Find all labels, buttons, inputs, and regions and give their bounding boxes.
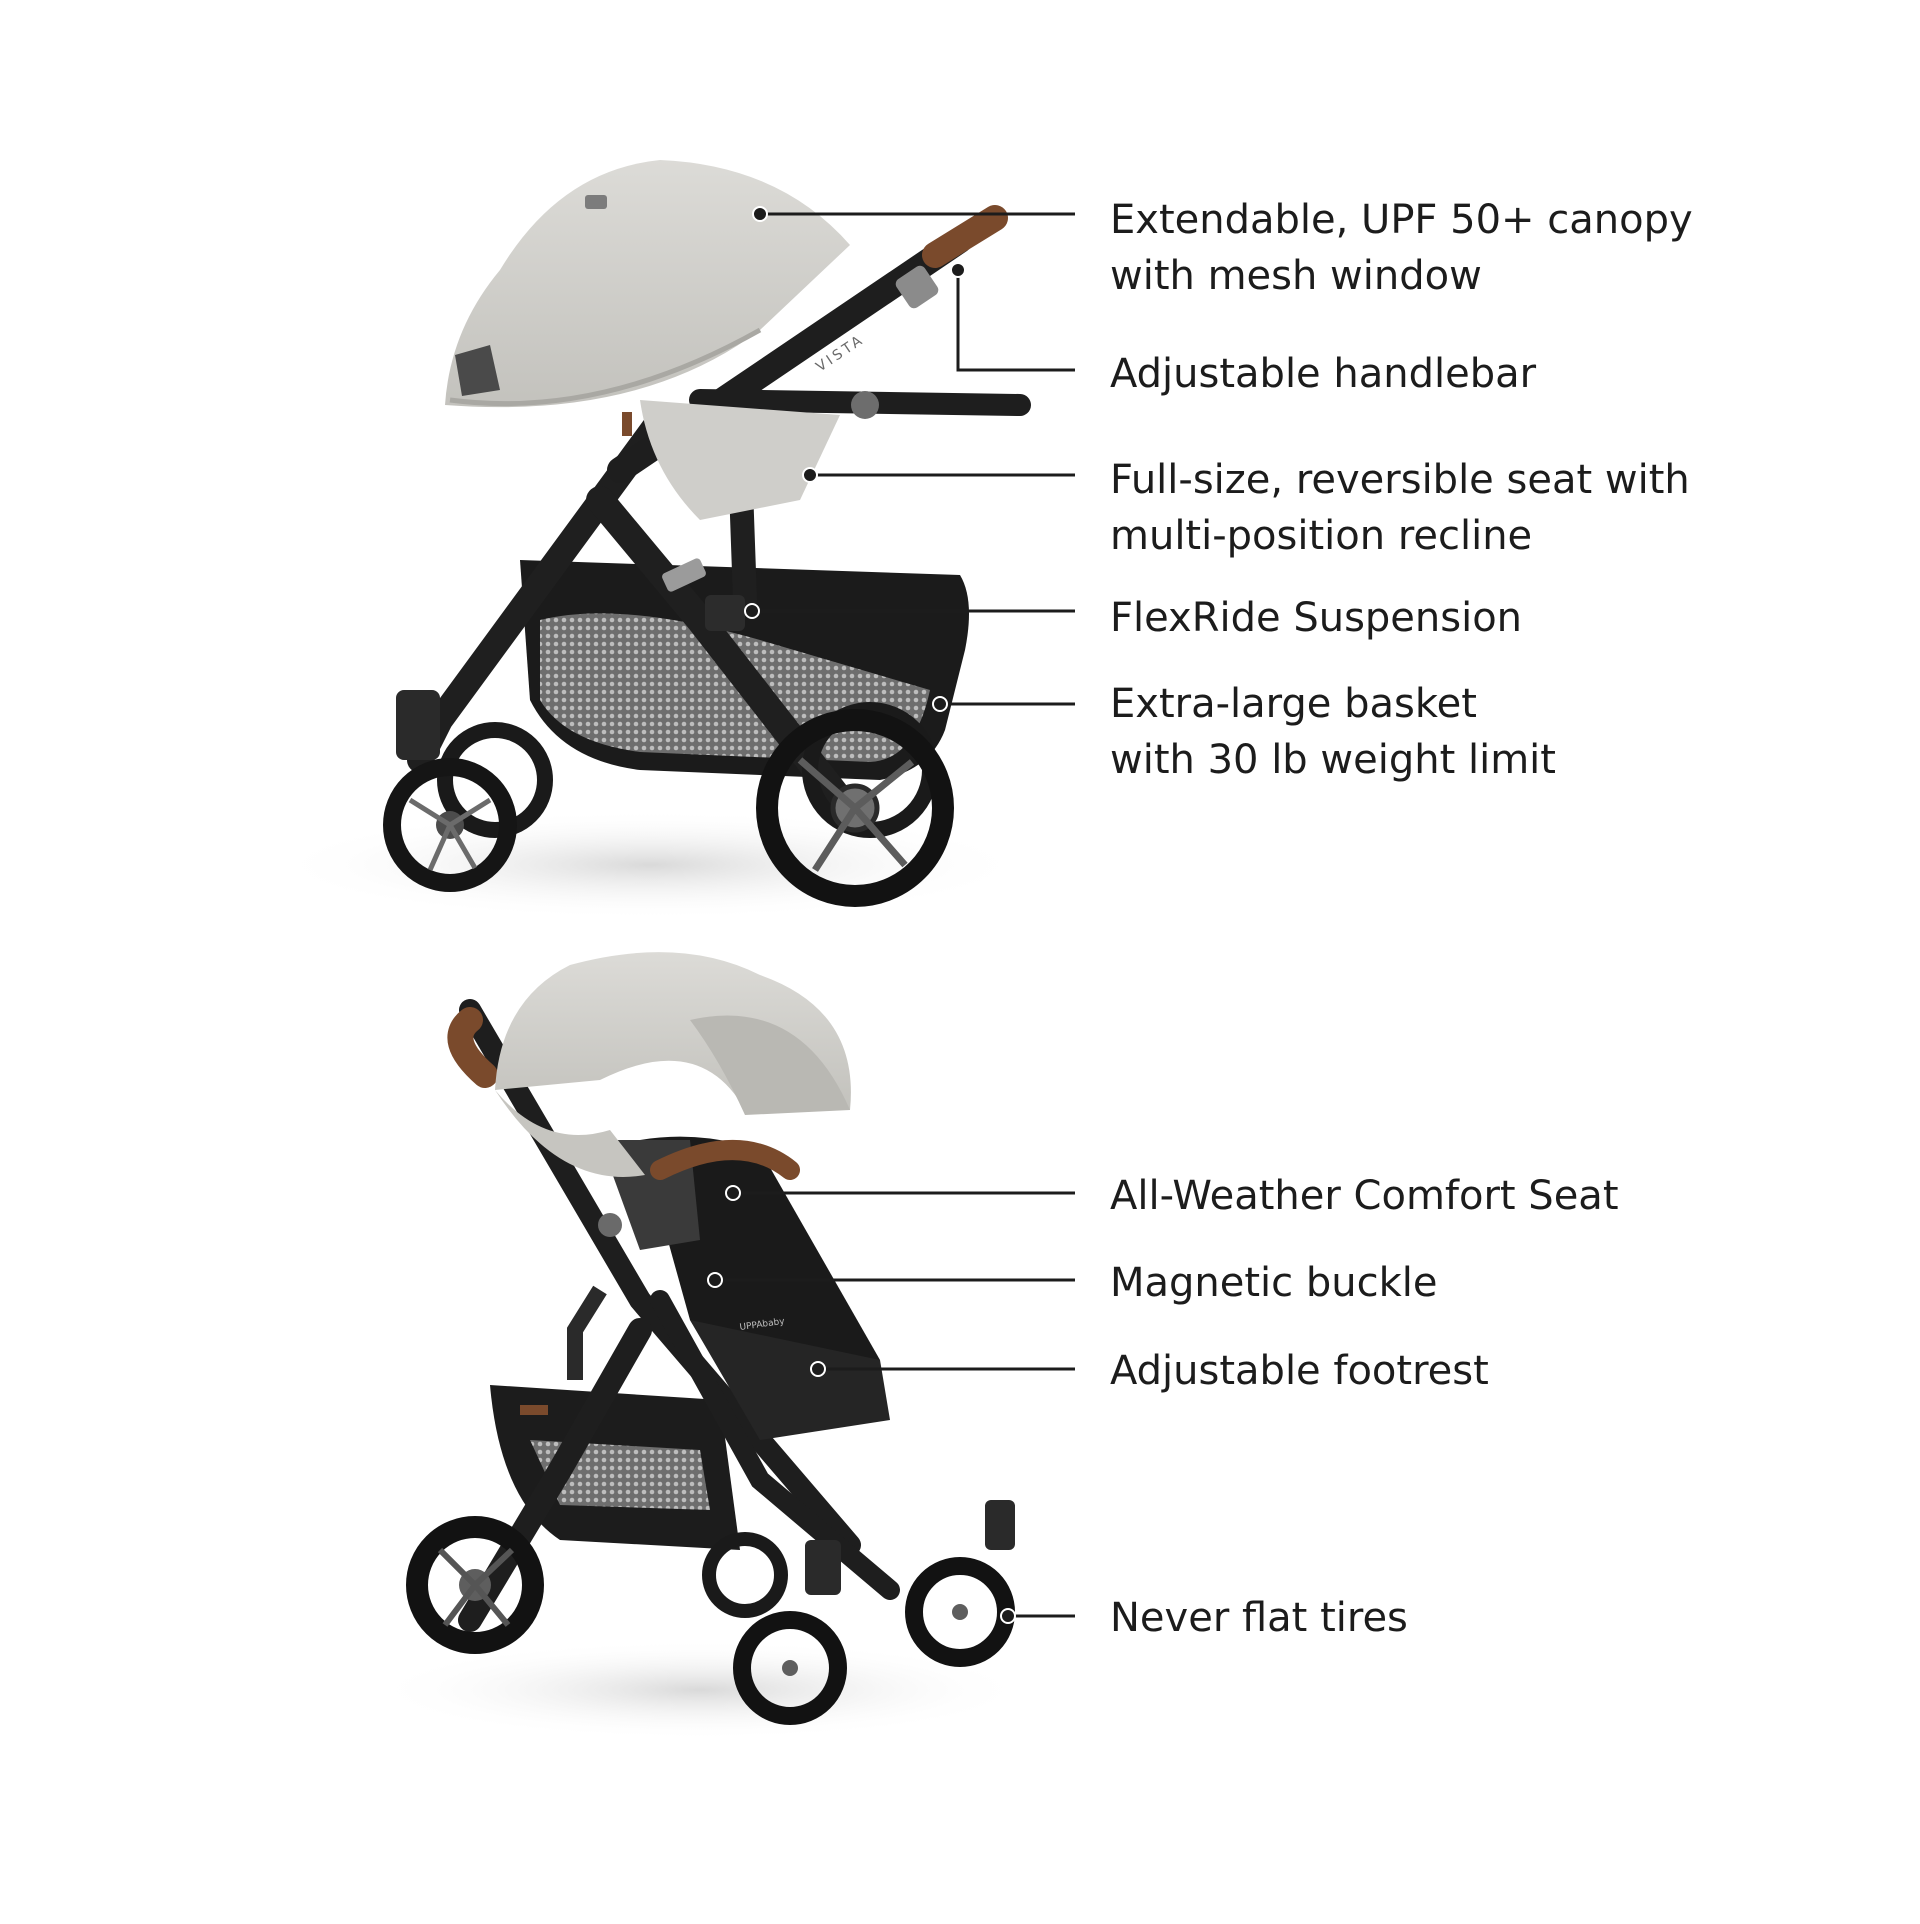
rear-wheel-spokes-2 xyxy=(437,1547,515,1627)
suspension-joint xyxy=(705,595,745,631)
dot-handlebar xyxy=(950,262,966,278)
feature-label-seat: Full-size, reversible seat with multi-po… xyxy=(1110,452,1690,564)
feature-label-line: Adjustable footrest xyxy=(1110,1348,1489,1394)
canopy xyxy=(445,160,850,408)
front-wheel-housing-2a xyxy=(805,1540,841,1595)
front-wheel-spokes xyxy=(408,797,492,872)
front-wheel xyxy=(383,758,517,892)
dot-comfort-seat xyxy=(725,1185,741,1201)
feature-label-buckle: Magnetic buckle xyxy=(1110,1255,1438,1311)
bumper-hub xyxy=(851,391,879,419)
mesh-window xyxy=(455,345,500,396)
leader-lines xyxy=(715,212,1075,1618)
dot-tires xyxy=(1000,1608,1016,1624)
seat-strut-2 xyxy=(567,1285,607,1380)
feature-label-basket: Extra-large basket with 30 lb weight lim… xyxy=(1110,676,1556,788)
canopy-inner xyxy=(690,1015,850,1115)
seat-hub-2 xyxy=(598,1213,622,1237)
canopy-tab xyxy=(585,195,607,209)
dot-suspension xyxy=(744,603,760,619)
front-leg-2 xyxy=(650,1290,900,1600)
canopy-side xyxy=(495,1090,645,1177)
feature-label-line: multi-position recline xyxy=(1110,513,1533,559)
leader-handlebar xyxy=(956,270,1075,372)
rear-wheel-2 xyxy=(406,1516,544,1654)
feature-label-line: Magnetic buckle xyxy=(1110,1260,1438,1306)
front-wheel-housing-2b xyxy=(985,1500,1015,1550)
feature-label-canopy: Extendable, UPF 50+ canopy with mesh win… xyxy=(1110,192,1693,304)
basket-tag xyxy=(520,1405,548,1415)
feature-label-line: All-Weather Comfort Seat xyxy=(1110,1173,1619,1219)
feature-label-line: Never flat tires xyxy=(1110,1595,1408,1641)
rear-wheel-far-2 xyxy=(702,1532,788,1618)
feature-label-comfort-seat: All-Weather Comfort Seat xyxy=(1110,1168,1619,1224)
handlebar-leather xyxy=(922,205,1008,268)
front-wheel-hub-2a xyxy=(782,1660,798,1676)
rear-wheel xyxy=(756,709,954,907)
canopy-zip-pull xyxy=(622,412,632,436)
feature-label-footrest: Adjustable footrest xyxy=(1110,1343,1489,1399)
front-wheel-rear xyxy=(437,722,553,838)
dot-basket xyxy=(932,696,948,712)
feature-label-suspension: FlexRide Suspension xyxy=(1110,590,1522,646)
footrest xyxy=(690,1320,890,1440)
seat-fabric xyxy=(640,400,840,520)
stroller-side-view: VISTA xyxy=(270,160,1031,920)
front-wheel-hub-2b xyxy=(952,1604,968,1620)
feature-label-line: FlexRide Suspension xyxy=(1110,595,1523,641)
rear-wheel-spokes xyxy=(797,757,915,872)
dot-canopy xyxy=(752,206,768,222)
stroller-front-view: UPPAbaby xyxy=(370,952,1030,1740)
bumper-bar-2 xyxy=(650,1140,800,1180)
front-wheel-2a xyxy=(733,1611,847,1725)
feature-label-tires: Never flat tires xyxy=(1110,1590,1408,1646)
dot-seat xyxy=(802,467,818,483)
feature-label-line: Adjustable handlebar xyxy=(1110,351,1537,397)
feature-label-handlebar: Adjustable handlebar xyxy=(1110,346,1536,402)
dot-footrest xyxy=(810,1361,826,1377)
feature-label-line: Full-size, reversible seat with xyxy=(1110,457,1690,503)
handlebar-leather-2 xyxy=(447,1007,498,1088)
frame-release xyxy=(662,558,706,592)
handlebar-stem-2 xyxy=(459,999,861,1556)
fold-joint xyxy=(895,265,939,309)
ground-shadow-2 xyxy=(370,1640,1030,1740)
rear-leg-2 xyxy=(458,1318,652,1632)
dot-buckle xyxy=(707,1272,723,1288)
feature-label-line: with 30 lb weight limit xyxy=(1110,737,1556,783)
feature-label-line: Extra-large basket xyxy=(1110,681,1477,727)
canopy-seam xyxy=(449,327,762,407)
front-wheel-housing xyxy=(396,690,440,760)
feature-label-line: with mesh window xyxy=(1110,253,1482,299)
feature-label-line: Extendable, UPF 50+ canopy xyxy=(1110,197,1693,243)
leader-dots xyxy=(707,206,1016,1624)
